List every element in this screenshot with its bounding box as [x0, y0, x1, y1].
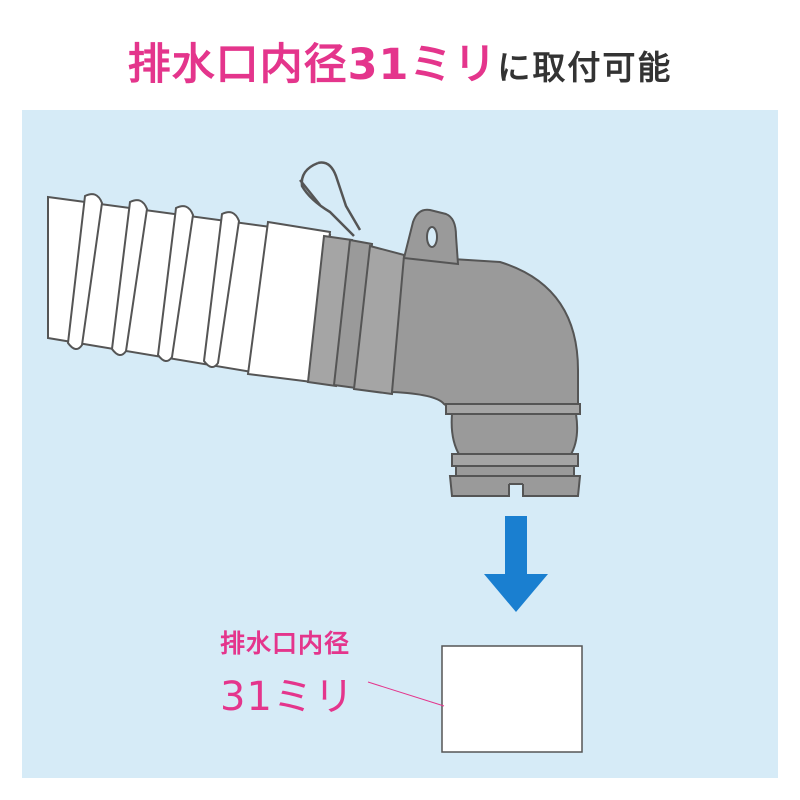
leader-line: [367, 681, 445, 707]
wire-clip: [299, 161, 362, 237]
elbow-fitting: [306, 208, 582, 497]
headline-sub: に取付可能: [497, 48, 673, 87]
headline: 排水口内径31ミリに取付可能: [0, 30, 800, 92]
callout-label: 排水口内径 31ミリ: [220, 624, 355, 722]
down-arrow-icon: [484, 516, 548, 612]
headline-main: 排水口内径31ミリ: [127, 40, 498, 90]
callout-line-1: 排水口内径: [220, 629, 351, 658]
drain-hose: [47, 193, 332, 384]
drain-opening: [441, 645, 583, 753]
callout-line-2: 31ミリ: [220, 674, 355, 720]
